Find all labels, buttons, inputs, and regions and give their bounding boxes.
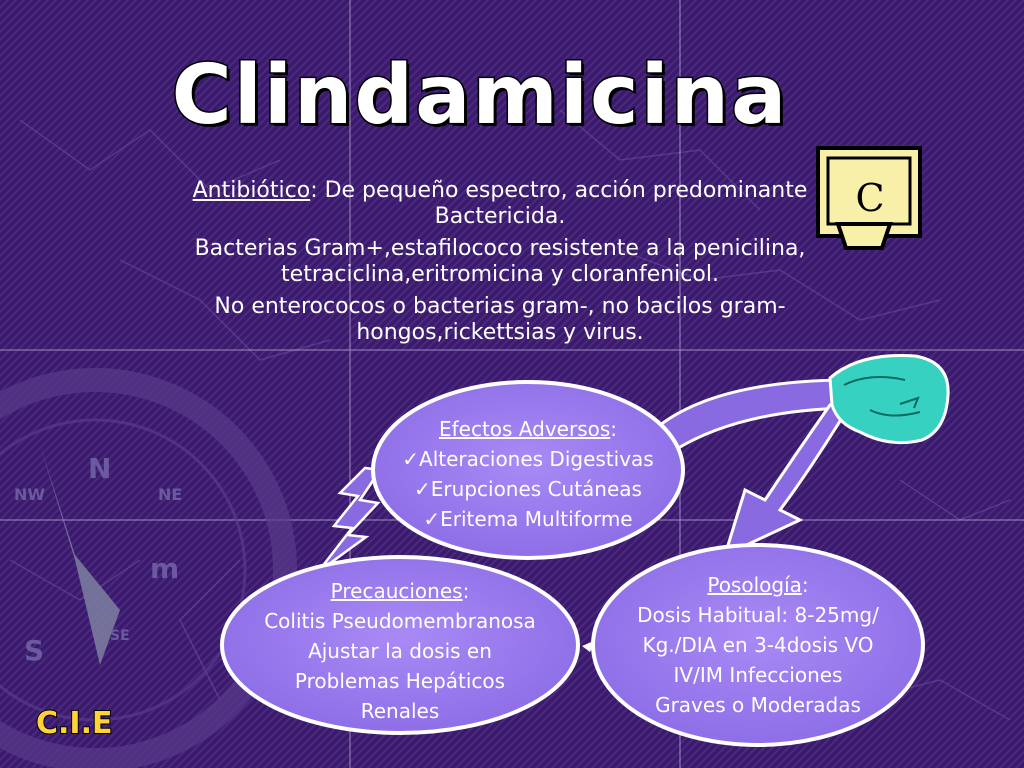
- compass-letter-ne: NE: [158, 485, 182, 504]
- dosage-text: Posología: Dosis Habitual: 8-25mg/ Kg./D…: [604, 570, 912, 720]
- dosage-line: Graves o Moderadas: [655, 693, 861, 717]
- slide-title: Clindamicina: [170, 47, 789, 145]
- compass-needle-icon: [40, 445, 120, 665]
- dosage-line: IV/IM Infecciones: [673, 663, 843, 687]
- cie-logo: C.I.E: [35, 705, 113, 742]
- adverse-effect-item: ✓Alteraciones Digestivas: [402, 447, 654, 471]
- adverse-effects-text: Efectos Adversos: ✓Alteraciones Digestiv…: [383, 414, 673, 534]
- compass-letter-s: S: [24, 634, 44, 667]
- precautions-line: Ajustar la dosis en: [308, 639, 492, 663]
- compass-letter-se: SE: [110, 628, 130, 644]
- precautions-heading: Precauciones: [330, 579, 463, 603]
- adverse-effects-heading: Efectos Adversos: [438, 417, 611, 441]
- dosage-heading: Posología: [707, 573, 802, 597]
- precautions-text: Precauciones: Colitis Pseudomembranosa A…: [240, 576, 560, 726]
- dosage-line: Dosis Habitual: 8-25mg/: [637, 603, 879, 627]
- exclusions-paragraph: No enterococos o bacterias gram-, no bac…: [214, 294, 786, 345]
- antibiotic-paragraph: Antibiótico: De pequeño espectro, acción…: [140, 178, 860, 230]
- dosage-oval: [591, 543, 925, 747]
- bacteria-paragraph: Bacterias Gram+,estafilococo resistente …: [194, 236, 806, 287]
- adverse-effect-item: ✓Erupciones Cutáneas: [414, 477, 642, 501]
- precautions-line: Renales: [360, 699, 440, 723]
- dosage-colon: :: [801, 573, 809, 597]
- compass-letter-n: N: [88, 452, 111, 485]
- compass-rose: N NW NE S SE m: [0, 368, 297, 768]
- compass-letter-m: m: [150, 552, 179, 585]
- precautions-oval: [220, 555, 580, 735]
- adverse-effects-oval: [371, 380, 685, 560]
- c-sign-icon: [816, 146, 922, 250]
- compass-letter-nw: NW: [14, 485, 45, 504]
- pointing-hand-icon: [828, 354, 950, 445]
- dosage-line: Kg./DIA en 3-4dosis VO: [642, 633, 874, 657]
- intro-text: Antibiótico: De pequeño espectro, acción…: [140, 178, 860, 352]
- lightning-arrow-icon: [317, 466, 383, 574]
- precautions-colon: :: [462, 579, 470, 603]
- sign-letter: C: [855, 176, 885, 220]
- precautions-line: Problemas Hepáticos: [294, 669, 506, 693]
- antibiotic-text: : De pequeño espectro, acción predominan…: [310, 178, 808, 229]
- antibiotic-label: Antibiótico: [192, 178, 311, 203]
- precautions-line: Colitis Pseudomembranosa: [264, 609, 536, 633]
- adverse-effect-item: ✓Eritema Multiforme: [423, 507, 633, 531]
- adverse-effects-colon: :: [610, 417, 618, 441]
